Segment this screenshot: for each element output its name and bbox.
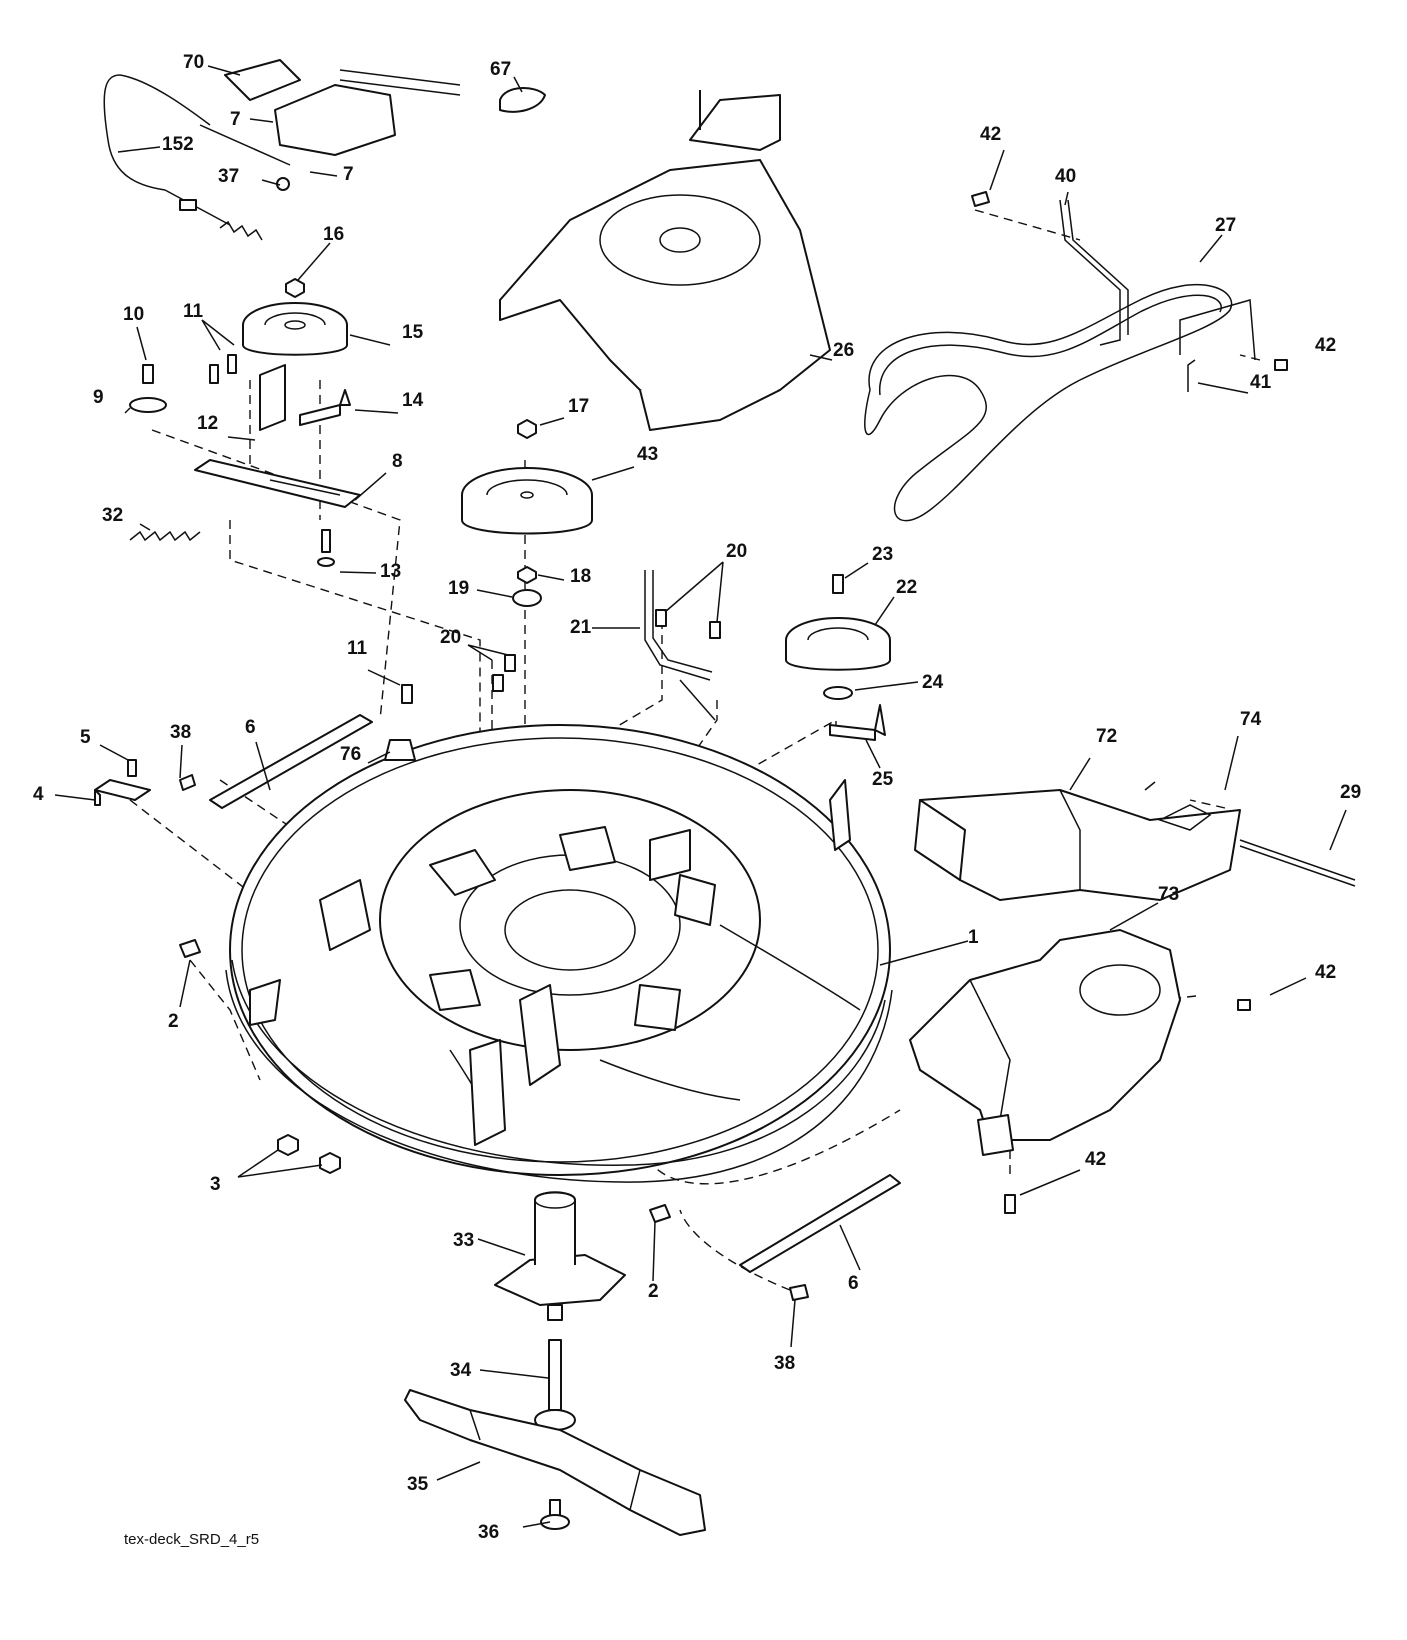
- part-6-38-tie-bar-right: [739, 1174, 901, 1301]
- callout-152: 152: [162, 134, 194, 155]
- callout-16: 16: [323, 224, 344, 245]
- callout-8: 8: [392, 451, 403, 472]
- callout-27: 27: [1215, 215, 1236, 236]
- callout-70: 70: [183, 52, 204, 73]
- part-36-blade-bolt: [540, 1499, 570, 1530]
- callout-40: 40: [1055, 166, 1076, 187]
- part-73-mulch-cover: [909, 929, 1181, 1156]
- callout-42-4: 42: [1085, 1149, 1106, 1170]
- part-70-152-cable-bracket: [103, 59, 546, 241]
- callout-33: 33: [453, 1230, 474, 1251]
- callout-21: 21: [570, 617, 592, 638]
- part-34-spindle-shaft: [534, 1339, 576, 1431]
- part-1-mower-deck: [225, 724, 893, 1183]
- callout-22: 22: [896, 577, 917, 598]
- callout-38-2: 38: [774, 1353, 795, 1374]
- callout-42-2: 42: [1315, 335, 1336, 356]
- callout-15: 15: [402, 322, 424, 343]
- callout-2-1: 2: [168, 1011, 179, 1032]
- callout-41: 41: [1250, 372, 1272, 393]
- callout-72: 72: [1096, 726, 1117, 747]
- part-33-spindle-housing: [494, 1191, 626, 1321]
- callout-73: 73: [1158, 884, 1179, 905]
- part-27-drive-belt: [864, 284, 1233, 522]
- part-6-tie-bar-left: [179, 714, 373, 809]
- part-26-belt-cover: [499, 90, 831, 431]
- callout-25: 25: [872, 769, 894, 790]
- callout-24: 24: [922, 672, 944, 693]
- fasteners-42: [971, 191, 1288, 1214]
- part-40-41-belt-guides: [1059, 199, 1256, 392]
- part-43-blade-pulley: [461, 419, 593, 607]
- callout-6-2: 6: [848, 1273, 859, 1294]
- part-15-idler-pulley: [242, 278, 348, 356]
- callout-20-2: 20: [440, 627, 461, 648]
- callout-13: 13: [380, 561, 401, 582]
- callout-10: 10: [123, 304, 144, 325]
- callout-34: 34: [450, 1360, 472, 1381]
- callout-1: 1: [968, 927, 979, 948]
- part-76-11-stud: [384, 684, 416, 761]
- callout-38-1: 38: [170, 722, 191, 743]
- small-fasteners-left: [129, 354, 335, 567]
- part-21-idler-arm: [492, 570, 721, 721]
- callout-5: 5: [80, 727, 91, 748]
- callout-35: 35: [407, 1474, 429, 1495]
- part-29-rod: [1239, 839, 1356, 887]
- part-72-discharge-chute: [914, 781, 1241, 901]
- part-35-blade: [404, 1389, 706, 1536]
- callout-20-1: 20: [726, 541, 747, 562]
- callout-43: 43: [637, 444, 658, 465]
- callout-42-1: 42: [980, 124, 1001, 145]
- callout-74: 74: [1240, 709, 1262, 730]
- part-12-14-brackets: [259, 364, 351, 431]
- part-2-3-nuts: [179, 939, 671, 1223]
- callout-3: 3: [210, 1174, 221, 1195]
- callout-7-1: 7: [230, 109, 241, 130]
- callout-11-2: 11: [347, 638, 368, 659]
- callout-11-1: 11: [183, 301, 204, 322]
- callout-14: 14: [402, 390, 424, 411]
- callout-7-2: 7: [343, 164, 354, 185]
- part-22-idler-pulley: [785, 574, 891, 741]
- part-8-idler-arm: [194, 459, 361, 508]
- part-32-spring: [129, 530, 201, 542]
- callout-2-2: 2: [648, 1281, 659, 1302]
- callout-4: 4: [33, 784, 44, 805]
- callout-9: 9: [93, 387, 104, 408]
- callout-37: 37: [218, 166, 239, 187]
- callout-18: 18: [570, 566, 591, 587]
- callout-36: 36: [478, 1522, 499, 1543]
- callout-42-3: 42: [1315, 962, 1336, 983]
- callout-29: 29: [1340, 782, 1361, 803]
- part-4-5-bracket: [94, 759, 151, 806]
- callout-67: 67: [490, 59, 511, 80]
- callout-6-1: 6: [245, 717, 256, 738]
- callout-19: 19: [448, 578, 469, 599]
- callout-76: 76: [340, 744, 361, 765]
- callout-23: 23: [872, 544, 893, 565]
- drawing-id-footer: tex-deck_SRD_4_r5: [124, 1531, 259, 1548]
- callout-17: 17: [568, 396, 589, 417]
- callout-32: 32: [102, 505, 123, 526]
- callout-leaders: [54, 65, 1347, 1528]
- callout-26: 26: [833, 340, 854, 361]
- callout-12: 12: [197, 413, 218, 434]
